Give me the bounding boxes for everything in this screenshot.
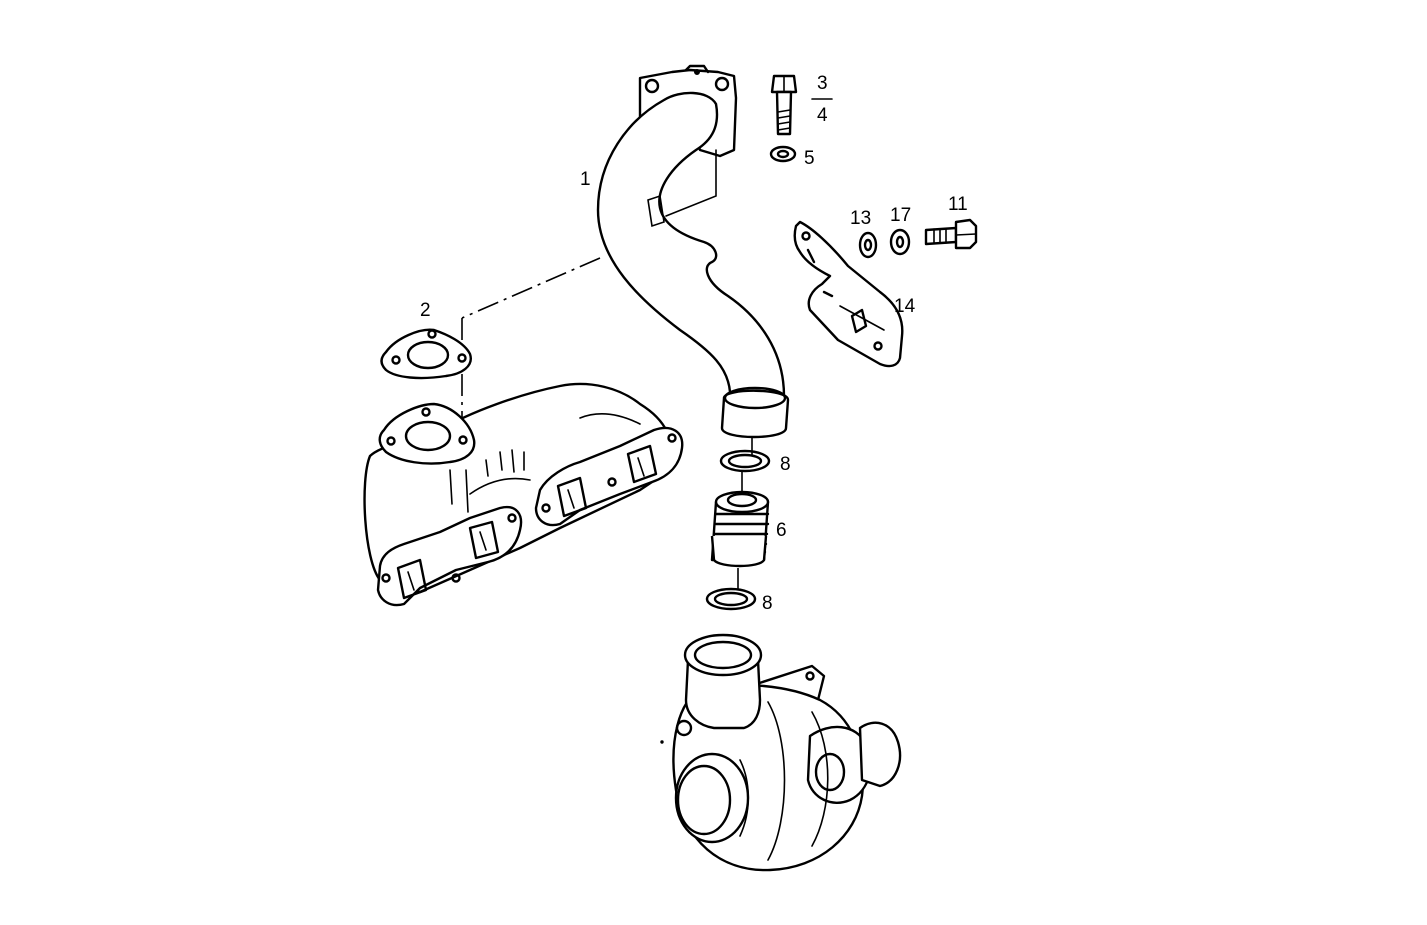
label-part-1: 1 — [580, 169, 591, 190]
callout-labels: 1 2 3 4 5 13 17 11 14 8 6 8 — [420, 73, 968, 614]
label-part-5: 5 — [804, 148, 815, 169]
flat-washer-part-17 — [889, 228, 911, 256]
label-part-8-lower: 8 — [762, 593, 773, 614]
label-part-11: 11 — [948, 194, 968, 215]
spring-washer-part-13 — [858, 231, 878, 259]
turbocharger — [660, 633, 902, 872]
label-part-8-upper: 8 — [780, 454, 791, 475]
label-part-4: 4 — [817, 105, 828, 126]
connector-sleeve-part-6 — [710, 490, 770, 568]
label-part-2: 2 — [420, 300, 431, 321]
bolt-part-3 — [770, 74, 798, 136]
label-part-17: 17 — [890, 205, 911, 226]
washer-part-5 — [769, 145, 797, 163]
exhaust-pipe-part-1 — [596, 64, 790, 439]
label-part-14: 14 — [894, 296, 916, 317]
bracket-part-14 — [793, 220, 904, 368]
label-part-6: 6 — [776, 520, 787, 541]
flange-gasket-part-2 — [380, 328, 472, 380]
exhaust-manifold — [363, 382, 684, 607]
seal-ring-part-8-lower — [705, 587, 757, 611]
label-part-13: 13 — [850, 208, 871, 229]
label-part-3: 3 — [817, 73, 828, 94]
seal-ring-part-8-upper — [719, 449, 771, 473]
screw-part-11 — [924, 218, 978, 250]
